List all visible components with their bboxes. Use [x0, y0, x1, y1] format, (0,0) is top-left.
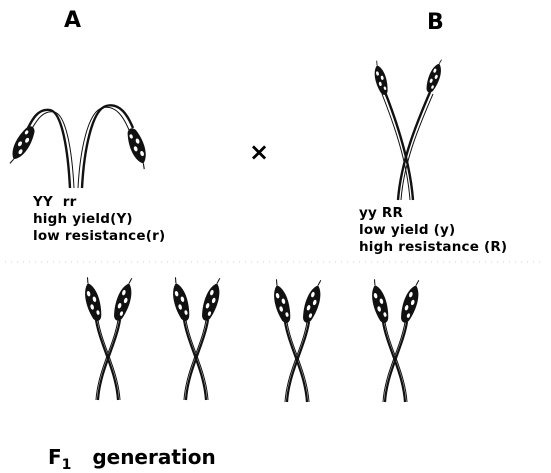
parent-b-description: yy RR low yield (y) high resistance (R) [359, 205, 507, 256]
f1-word: generation [92, 445, 215, 469]
f1-plant-4 [367, 278, 424, 402]
wheat-ear-icon [5, 123, 39, 167]
f1-plant-2 [168, 276, 225, 400]
parent-a-genotype: YY rr [33, 194, 165, 211]
f1-plant-3 [269, 278, 326, 402]
parent-b-trait-resistance: high resistance (R) [359, 239, 507, 256]
parent-b-plant [371, 58, 446, 200]
parent-b-label: B [427, 12, 444, 34]
parent-a-plant [5, 105, 152, 188]
f1-letter: F [48, 445, 62, 469]
f1-plant-1 [80, 276, 137, 400]
wheat-ear-icon [124, 126, 152, 171]
wheat-ear-icon [371, 59, 390, 96]
parent-b-trait-yield: low yield (y) [359, 222, 507, 239]
cross-symbol: × [249, 140, 269, 164]
parent-a-trait-resistance: low resistance(r) [33, 228, 165, 245]
f1-subscript: 1 [62, 457, 72, 473]
parent-a-description: YY rr high yield(Y) low resistance(r) [33, 194, 165, 245]
parent-a-label: A [64, 10, 81, 32]
wheat-ear-icon [424, 58, 446, 95]
parent-b-genotype: yy RR [359, 205, 507, 222]
f1-generation-label: F1 generation [48, 445, 216, 469]
parent-a-trait-yield: high yield(Y) [33, 211, 165, 228]
